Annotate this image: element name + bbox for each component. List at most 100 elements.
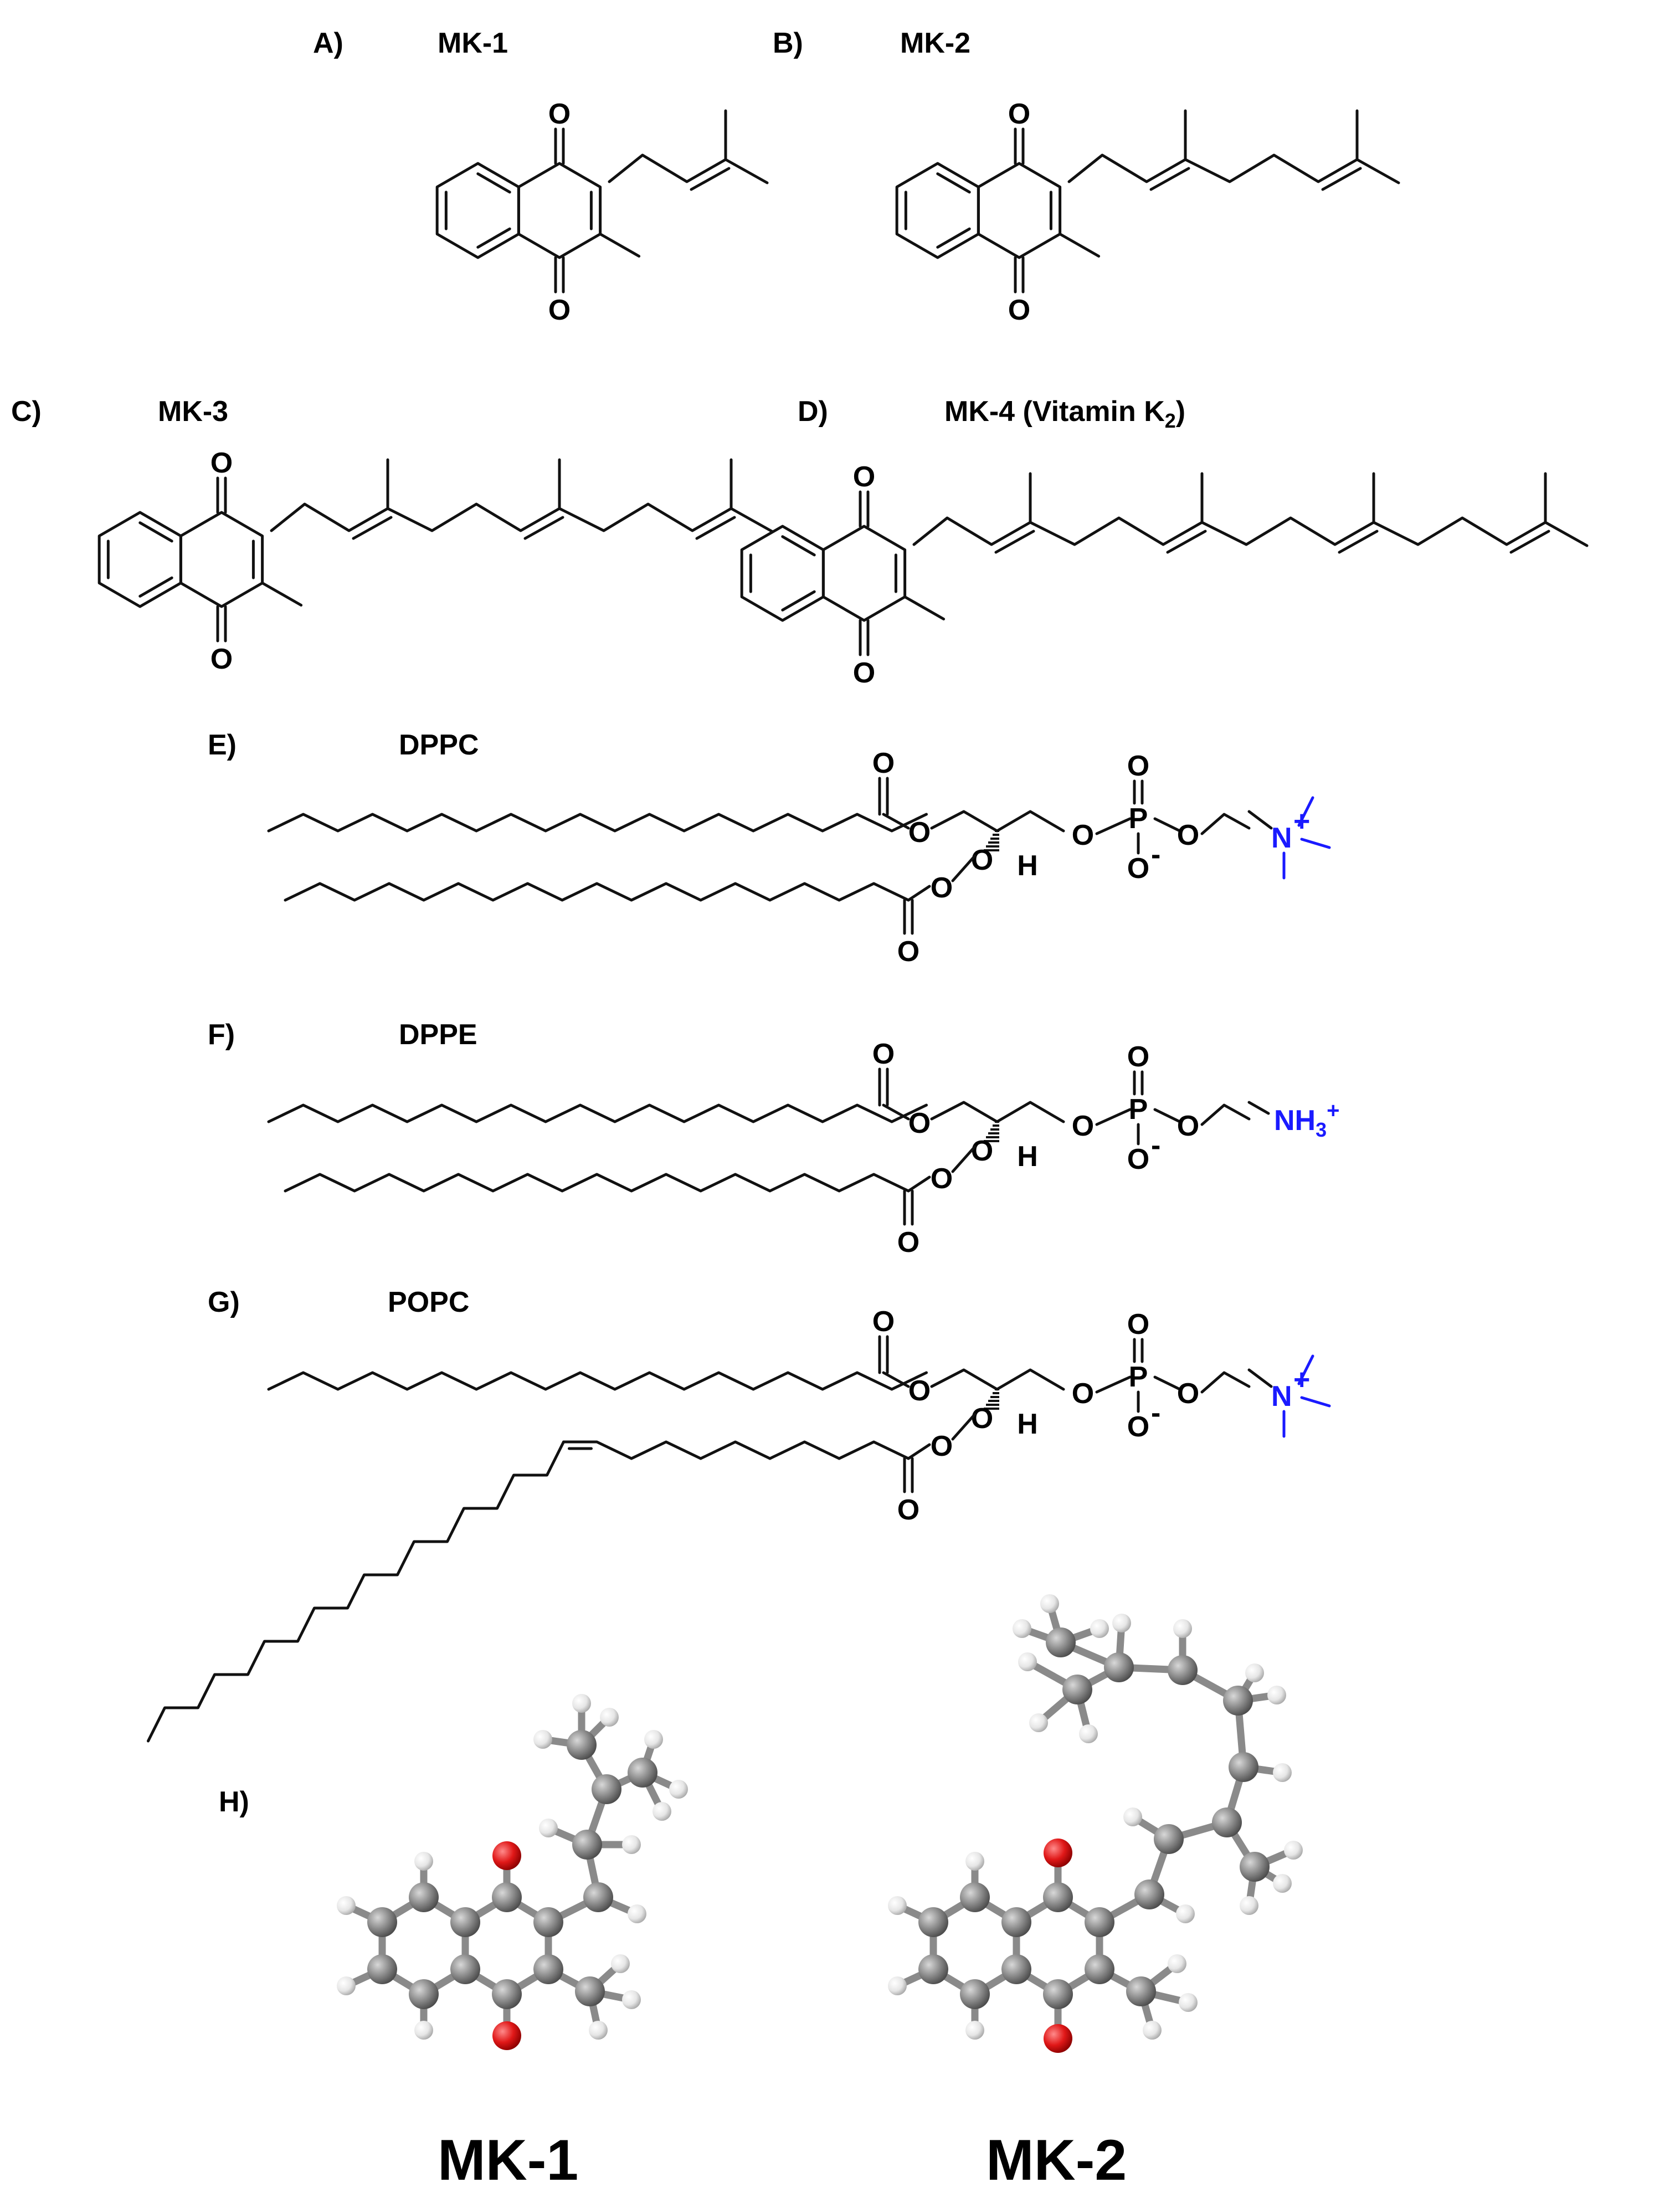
naphthoquinone-core: OO [740,461,946,689]
minus-charge: - [1151,1129,1160,1162]
benzene-ring [740,525,825,622]
oxygen-atom [492,1841,521,1870]
carbon-atom [1240,1852,1270,1882]
carbonyl-oxygen-top: O [853,461,875,493]
nitrogen-atom: N [1271,1380,1292,1413]
hydrogen-atom: H [1017,1141,1038,1173]
quinone-ring [517,162,602,259]
carbon-atom [1046,1627,1076,1657]
carbon-atom [918,1954,948,1984]
hydrogen-atom: H [1017,850,1038,882]
hydrogen-atom [1079,1724,1098,1743]
molecule-name-popc: POPC [388,1286,469,1318]
mk2-3d-model [888,1594,1303,2053]
glycerol-backbone [930,1368,1065,1391]
mk1-structure: OO [435,98,769,326]
hydrogen-atom [1176,1904,1195,1923]
carbon-atom [567,1730,597,1760]
carbon-atom [960,1882,990,1912]
carbon-atom [1085,1907,1114,1937]
panel-label-h: H) [219,1786,249,1818]
panel-h: H) MK-1 MK-2 [219,1594,1303,2192]
mk1-3d-model [337,1694,688,2050]
carbon-atom [1043,1979,1073,2009]
glycerol-backbone [930,810,1065,833]
phosphate-oxygen: O [1127,1041,1149,1073]
hydrogen-atom [628,1904,646,1923]
ester-oxygen: O [897,1226,919,1259]
hydrogen-atom [1029,1713,1048,1732]
hydrogen-atom [1040,1594,1059,1613]
hydrogen-atom [644,1730,663,1749]
sn1-acyl-chain [267,813,928,833]
hydrogen-atom [337,1976,356,1995]
hydrogen-atom [533,1730,552,1749]
carbon-atom [572,1830,602,1860]
carbon-atom [1212,1807,1242,1837]
molecule-name-mk3: MK-3 [158,396,228,428]
quinone-ring [977,162,1062,259]
carbon-atom [409,1882,439,1912]
panel-label-e: E) [208,729,237,761]
carbon-atom [1229,1752,1258,1782]
oxygen-atom [1044,2024,1072,2053]
carbonyl-oxygen-top: O [210,447,233,479]
molecule-name-mk4: MK-4 (Vitamin K2) [944,396,1185,432]
nh3-group: NH3+ [1274,1098,1340,1141]
hydrogen-atom [414,1852,433,1871]
carbon-atom [1043,1882,1073,1912]
carbon-atom [450,1907,480,1937]
glycerol-backbone [930,1101,1065,1123]
ethanolamine-headgroup: NH3+ [1247,1098,1340,1141]
phosphate-oxygen: O [1177,1110,1199,1142]
carbon-atom [1154,1824,1184,1854]
molecule-name-mk1: MK-1 [438,27,508,59]
choline-headgroup: N + [1247,796,1331,880]
carbon-atom [533,1954,563,1984]
hydrogen-atom [1013,1619,1031,1638]
ester-oxygen: O [931,872,953,904]
hydrogen-atom [1123,1807,1142,1826]
phosphate-oxygen: O [1177,819,1199,851]
mk4-structure: OO [740,461,1589,689]
carbon-atom [450,1954,480,1984]
carbon-atom [1085,1954,1114,1984]
carbon-atom [367,1907,397,1937]
carbonyl-oxygen-bottom: O [1008,294,1030,326]
hydrogen-atom [1112,1614,1131,1632]
methyl-bond [1059,233,1101,258]
carbonyl-oxygen-bottom: O [210,643,233,675]
molecule-name-dppe: DPPE [399,1019,477,1051]
hydrogen-atom [965,2021,984,2040]
ester-oxygen: O [908,1375,931,1407]
model-name-mk1: MK-1 [438,2128,578,2192]
hydrogen-atom: H [1017,1408,1038,1440]
methyl-bond [261,582,303,607]
hydrogen-atom [622,1990,641,2009]
hydrogen-atom [1018,1652,1037,1671]
hydrogen-atom [622,1835,641,1854]
hydrogen-atom [1240,1896,1258,1915]
hydrogen-atom [1090,1619,1109,1638]
mk2-structure: OO [895,98,1400,326]
molecule-name-mk2: MK-2 [900,27,970,59]
carbonyl-oxygen-bottom: O [548,294,571,326]
ester-oxygen: O [931,1163,953,1195]
oxygen-atom [1044,1839,1072,1867]
hydrogen-atom [611,1954,630,1973]
phosphate-oxygen: O [1177,1378,1199,1410]
hydrogen-atom [965,1852,984,1871]
oleoyl-tail [147,1440,565,1743]
hydrogen-atom [669,1780,688,1799]
hydrogen-atom [600,1708,619,1727]
carbon-atom [1062,1675,1092,1704]
atom-spheres [337,1694,688,2050]
hydrogen-atom [1173,1619,1192,1638]
panel-label-g: G) [208,1286,240,1318]
carbonyl-oxygen-top: O [548,98,571,130]
methyl-bond [903,595,946,620]
